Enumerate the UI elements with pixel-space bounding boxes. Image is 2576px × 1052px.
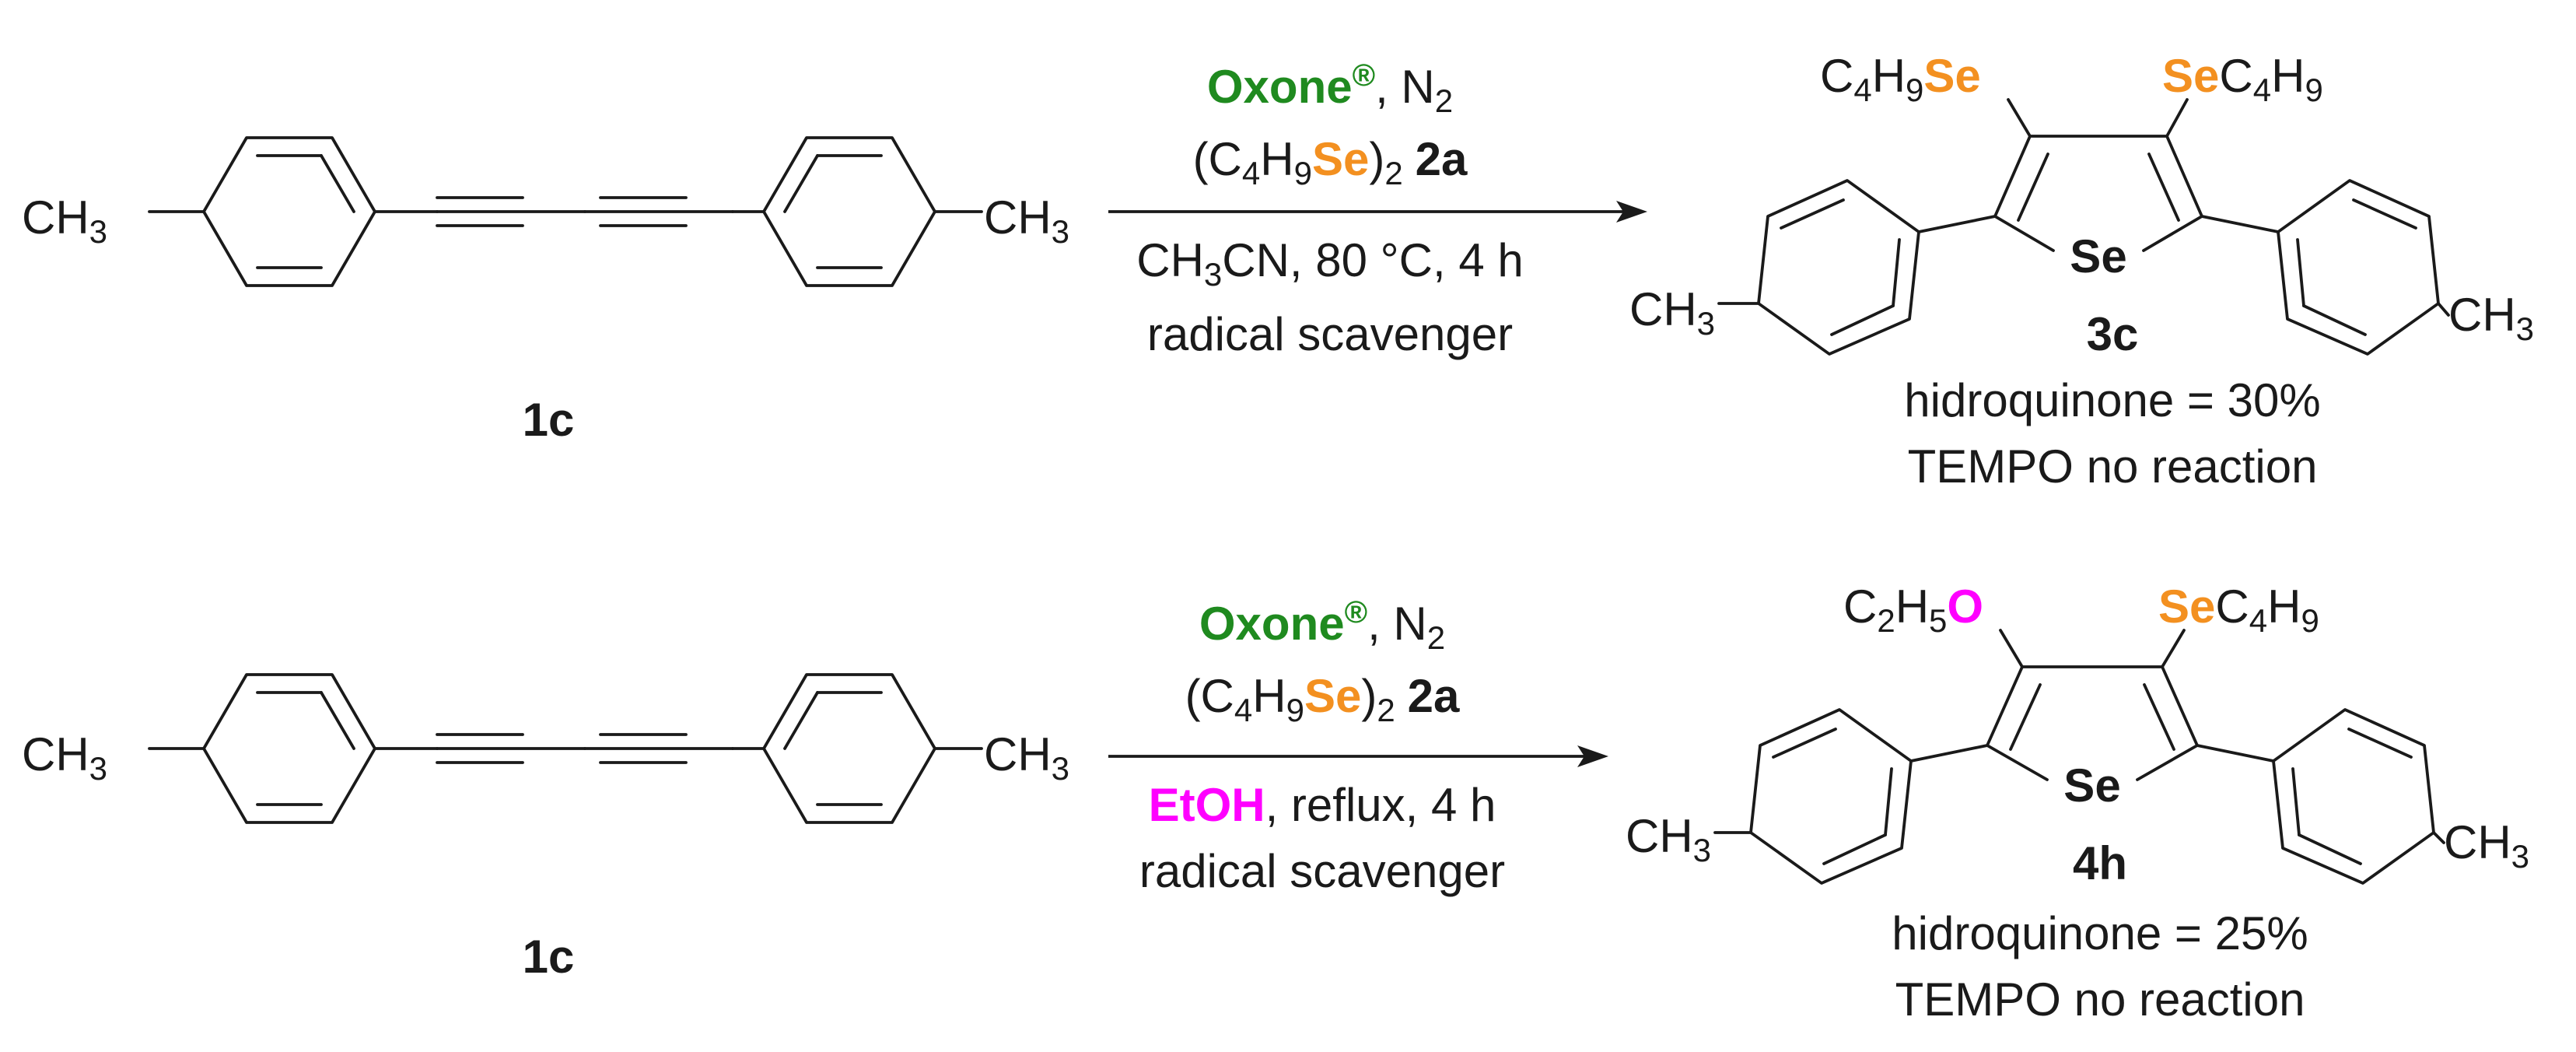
starting-material-1c: CH3 (22, 136, 1069, 446)
methyl-left: CH3 (22, 191, 107, 250)
benzene-ring-left (202, 136, 376, 287)
solvent-line: EtOH, reflux, 4 h (1149, 779, 1496, 831)
methyl-left: CH3 (22, 728, 107, 787)
diyne-bond (436, 733, 734, 764)
hydroquinone-yield: hidroquinone = 30% (1904, 374, 2320, 426)
substituent-top-left: C2H5O (1843, 580, 1983, 639)
compound-label-1c: 1c (523, 394, 575, 446)
benzene-ring-right (762, 136, 936, 287)
diyne-bond (436, 196, 734, 227)
product-3c: C4H9Se SeC4H9 Se CH (1629, 50, 2534, 493)
methyl-left: CH3 (1629, 283, 1715, 342)
compound-label-4h: 4h (2073, 837, 2127, 889)
tolyl-ring-right (2200, 179, 2450, 356)
methyl-right: CH3 (2444, 816, 2529, 875)
compound-label-1c: 1c (523, 931, 575, 983)
substituent-top-right: SeC4H9 (2158, 580, 2319, 639)
radical-scavenger-text: radical scavenger (1139, 845, 1505, 897)
substituent-top-left: C4H9Se (1820, 50, 1981, 108)
reaction-1: CH3 (22, 50, 2534, 493)
methyl-right: CH3 (984, 728, 1069, 787)
reaction-2: CH3 (22, 580, 2529, 1026)
oxone-line: Oxone®, N2 (1199, 595, 1445, 656)
benzene-ring-left (202, 673, 376, 824)
selenophene-ring (1986, 629, 2199, 781)
radical-scavenger-text: radical scavenger (1147, 308, 1513, 360)
methyl-right: CH3 (984, 191, 1069, 250)
tempo-result: TEMPO no reaction (1908, 440, 2318, 493)
arrow-head (1616, 201, 1647, 223)
methyl-left: CH3 (1626, 810, 1711, 868)
ring-selenium-atom: Se (2063, 759, 2120, 812)
substituent-top-right: SeC4H9 (2162, 50, 2323, 108)
compound-label-3c: 3c (2087, 308, 2139, 360)
tolyl-ring-right (2196, 708, 2445, 885)
tolyl-ring-left (1713, 708, 1989, 885)
solvent-line: CH3CN, 80 °C, 4 h (1136, 234, 1524, 293)
arrow-head (1577, 745, 1608, 767)
benzene-ring-right (762, 673, 936, 824)
tolyl-ring-left (1717, 179, 1997, 356)
ring-selenium-atom: Se (2070, 230, 2126, 282)
starting-material-1c: CH3 (22, 673, 1069, 983)
methyl-right: CH3 (2448, 289, 2534, 347)
oxone-line: Oxone®, N2 (1207, 58, 1453, 119)
product-4h: C2H5O SeC4H9 Se CH3 (1626, 580, 2529, 1026)
selenophene-ring (1993, 98, 2203, 252)
tempo-result: TEMPO no reaction (1895, 973, 2305, 1026)
hydroquinone-yield: hidroquinone = 25% (1892, 907, 2308, 959)
